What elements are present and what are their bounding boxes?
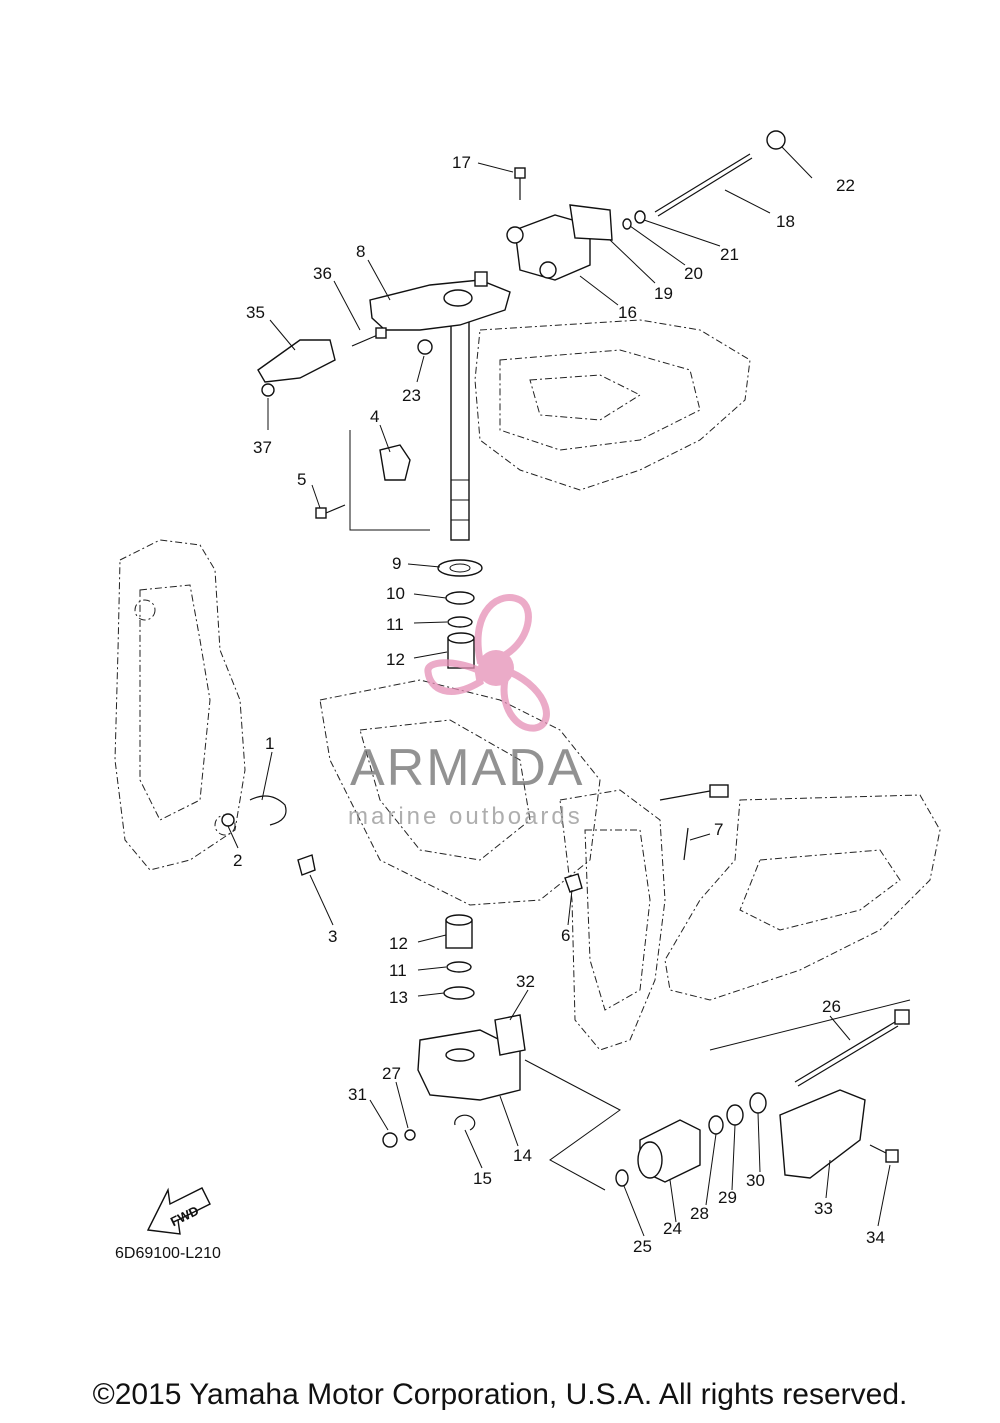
callout-14: 14 bbox=[513, 1146, 532, 1165]
bushing-12-lower bbox=[445, 914, 473, 949]
callout-31: 31 bbox=[348, 1085, 367, 1104]
clip-6 bbox=[564, 873, 583, 893]
rod-18 bbox=[654, 153, 753, 217]
washer-25 bbox=[615, 1169, 629, 1187]
callout-23: 23 bbox=[402, 386, 421, 405]
grommet-4 bbox=[379, 444, 411, 481]
bolt-17 bbox=[514, 167, 526, 200]
leader-lines bbox=[227, 146, 911, 1237]
callout-24: 24 bbox=[663, 1219, 682, 1238]
bracket-19 bbox=[569, 204, 613, 241]
callout-7: 7 bbox=[714, 820, 723, 839]
callout-32: 32 bbox=[516, 972, 535, 991]
callout-1: 1 bbox=[265, 734, 274, 753]
callout-16: 16 bbox=[618, 303, 637, 322]
rubber-32 bbox=[494, 1014, 526, 1056]
watermark-tagline: marine outboards bbox=[348, 803, 583, 830]
callout-28: 28 bbox=[690, 1204, 709, 1223]
callout-11-lower: 11 bbox=[389, 961, 407, 980]
callout-12-lower: 12 bbox=[389, 934, 408, 953]
callout-17: 17 bbox=[452, 153, 471, 172]
callout-27: 27 bbox=[382, 1064, 401, 1083]
o-ring-11-lower bbox=[446, 961, 472, 973]
ghost-lower-casing bbox=[664, 794, 941, 1001]
bracket-16 bbox=[506, 214, 591, 281]
bolt-34 bbox=[869, 1144, 899, 1163]
callout-20: 20 bbox=[684, 264, 703, 283]
ghost-right-clamp-bracket bbox=[559, 789, 666, 1051]
fwd-arrow-icon: FWD bbox=[146, 1187, 211, 1235]
mount-rubber-24 bbox=[637, 1119, 701, 1183]
bolt-36 bbox=[351, 327, 387, 347]
callout-2: 2 bbox=[233, 851, 242, 870]
bolt-26 bbox=[794, 1009, 910, 1087]
propeller-logo-icon bbox=[424, 594, 550, 732]
callout-labels: 17 22 18 21 20 19 16 8 36 35 23 37 4 5 9… bbox=[233, 153, 885, 1256]
bolt-2 bbox=[221, 813, 235, 827]
callout-35: 35 bbox=[246, 303, 265, 322]
steering-shaft bbox=[450, 309, 470, 541]
callout-25: 25 bbox=[633, 1237, 652, 1256]
washer-21 bbox=[622, 218, 632, 230]
o-ring-11-upper bbox=[447, 616, 473, 628]
callout-6: 6 bbox=[561, 926, 570, 945]
callout-37: 37 bbox=[253, 438, 272, 457]
callout-3: 3 bbox=[328, 927, 337, 946]
callout-9: 9 bbox=[392, 554, 401, 573]
nut-23 bbox=[417, 339, 433, 355]
watermark-brand: ARMADA bbox=[350, 739, 585, 797]
cable-tie-7 bbox=[683, 827, 689, 861]
callout-33: 33 bbox=[814, 1199, 833, 1218]
seal-10 bbox=[445, 591, 475, 605]
callout-8: 8 bbox=[356, 242, 365, 261]
callout-21: 21 bbox=[720, 245, 739, 264]
diagram-code: 6D69100-L210 bbox=[115, 1245, 221, 1262]
callout-10: 10 bbox=[386, 584, 405, 603]
copyright-notice: ©2015 Yamaha Motor Corporation, U.S.A. A… bbox=[92, 1378, 908, 1411]
callout-13: 13 bbox=[389, 988, 408, 1007]
nut-31 bbox=[382, 1132, 398, 1148]
cover-33 bbox=[779, 1089, 866, 1179]
callout-12-upper: 12 bbox=[386, 650, 405, 669]
callout-29: 29 bbox=[718, 1188, 737, 1207]
nut-22 bbox=[766, 130, 786, 150]
callout-5: 5 bbox=[297, 470, 306, 489]
clip-1 bbox=[249, 795, 287, 826]
ghost-swivel-bracket bbox=[319, 679, 601, 906]
ghost-upper-casing bbox=[474, 319, 751, 491]
callout-11-upper: 11 bbox=[386, 615, 404, 634]
callout-34: 34 bbox=[866, 1228, 885, 1247]
clip-3 bbox=[297, 854, 316, 876]
callout-22: 22 bbox=[836, 176, 855, 195]
callout-19: 19 bbox=[654, 284, 673, 303]
callout-4: 4 bbox=[370, 407, 379, 426]
callout-18: 18 bbox=[776, 212, 795, 231]
washer-29 bbox=[726, 1104, 744, 1126]
connector bbox=[659, 784, 729, 801]
washer-30 bbox=[749, 1092, 767, 1114]
callout-36: 36 bbox=[313, 264, 332, 283]
washer-9 bbox=[437, 559, 483, 577]
washer-20 bbox=[634, 210, 646, 224]
circlip-15 bbox=[454, 1114, 476, 1131]
seal-13 bbox=[443, 986, 475, 1000]
washer-28 bbox=[708, 1115, 724, 1135]
washer-27 bbox=[404, 1129, 416, 1141]
callout-30: 30 bbox=[746, 1171, 765, 1190]
bolt-5 bbox=[315, 504, 346, 519]
callout-26: 26 bbox=[822, 997, 841, 1016]
callout-15: 15 bbox=[473, 1169, 492, 1188]
steering-arm bbox=[369, 271, 511, 331]
bracket-35 bbox=[257, 339, 336, 397]
lower-mount-housing-14 bbox=[417, 1029, 521, 1101]
